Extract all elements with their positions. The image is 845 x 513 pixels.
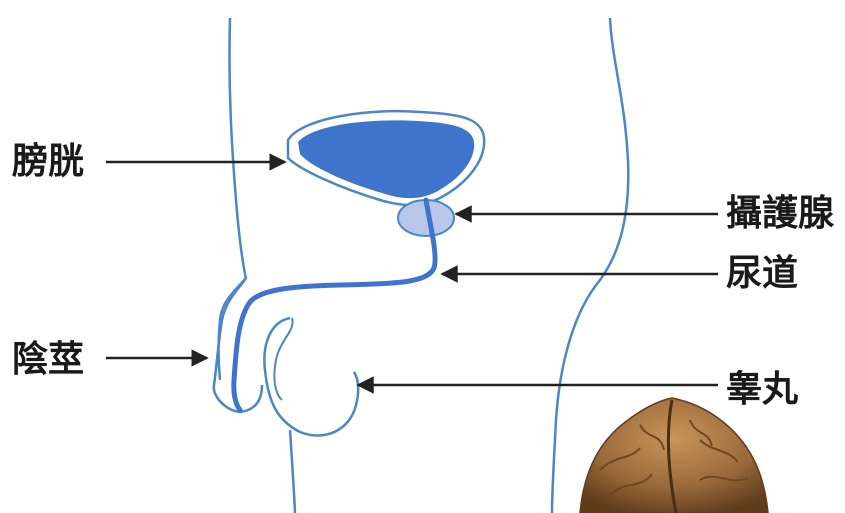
- urethra-label: 尿道: [726, 256, 798, 292]
- prostate-label: 攝護腺: [726, 196, 834, 232]
- leg-outline: [290, 430, 295, 513]
- walnut-image: [580, 398, 768, 513]
- bladder-label: 膀胱: [12, 144, 84, 180]
- testicle-inner-outline: [274, 318, 292, 400]
- testicle-outline: [264, 318, 358, 436]
- urethra-path: [234, 200, 435, 410]
- testicle-label: 睾丸: [726, 372, 798, 408]
- penis-label: 陰莖: [12, 342, 84, 378]
